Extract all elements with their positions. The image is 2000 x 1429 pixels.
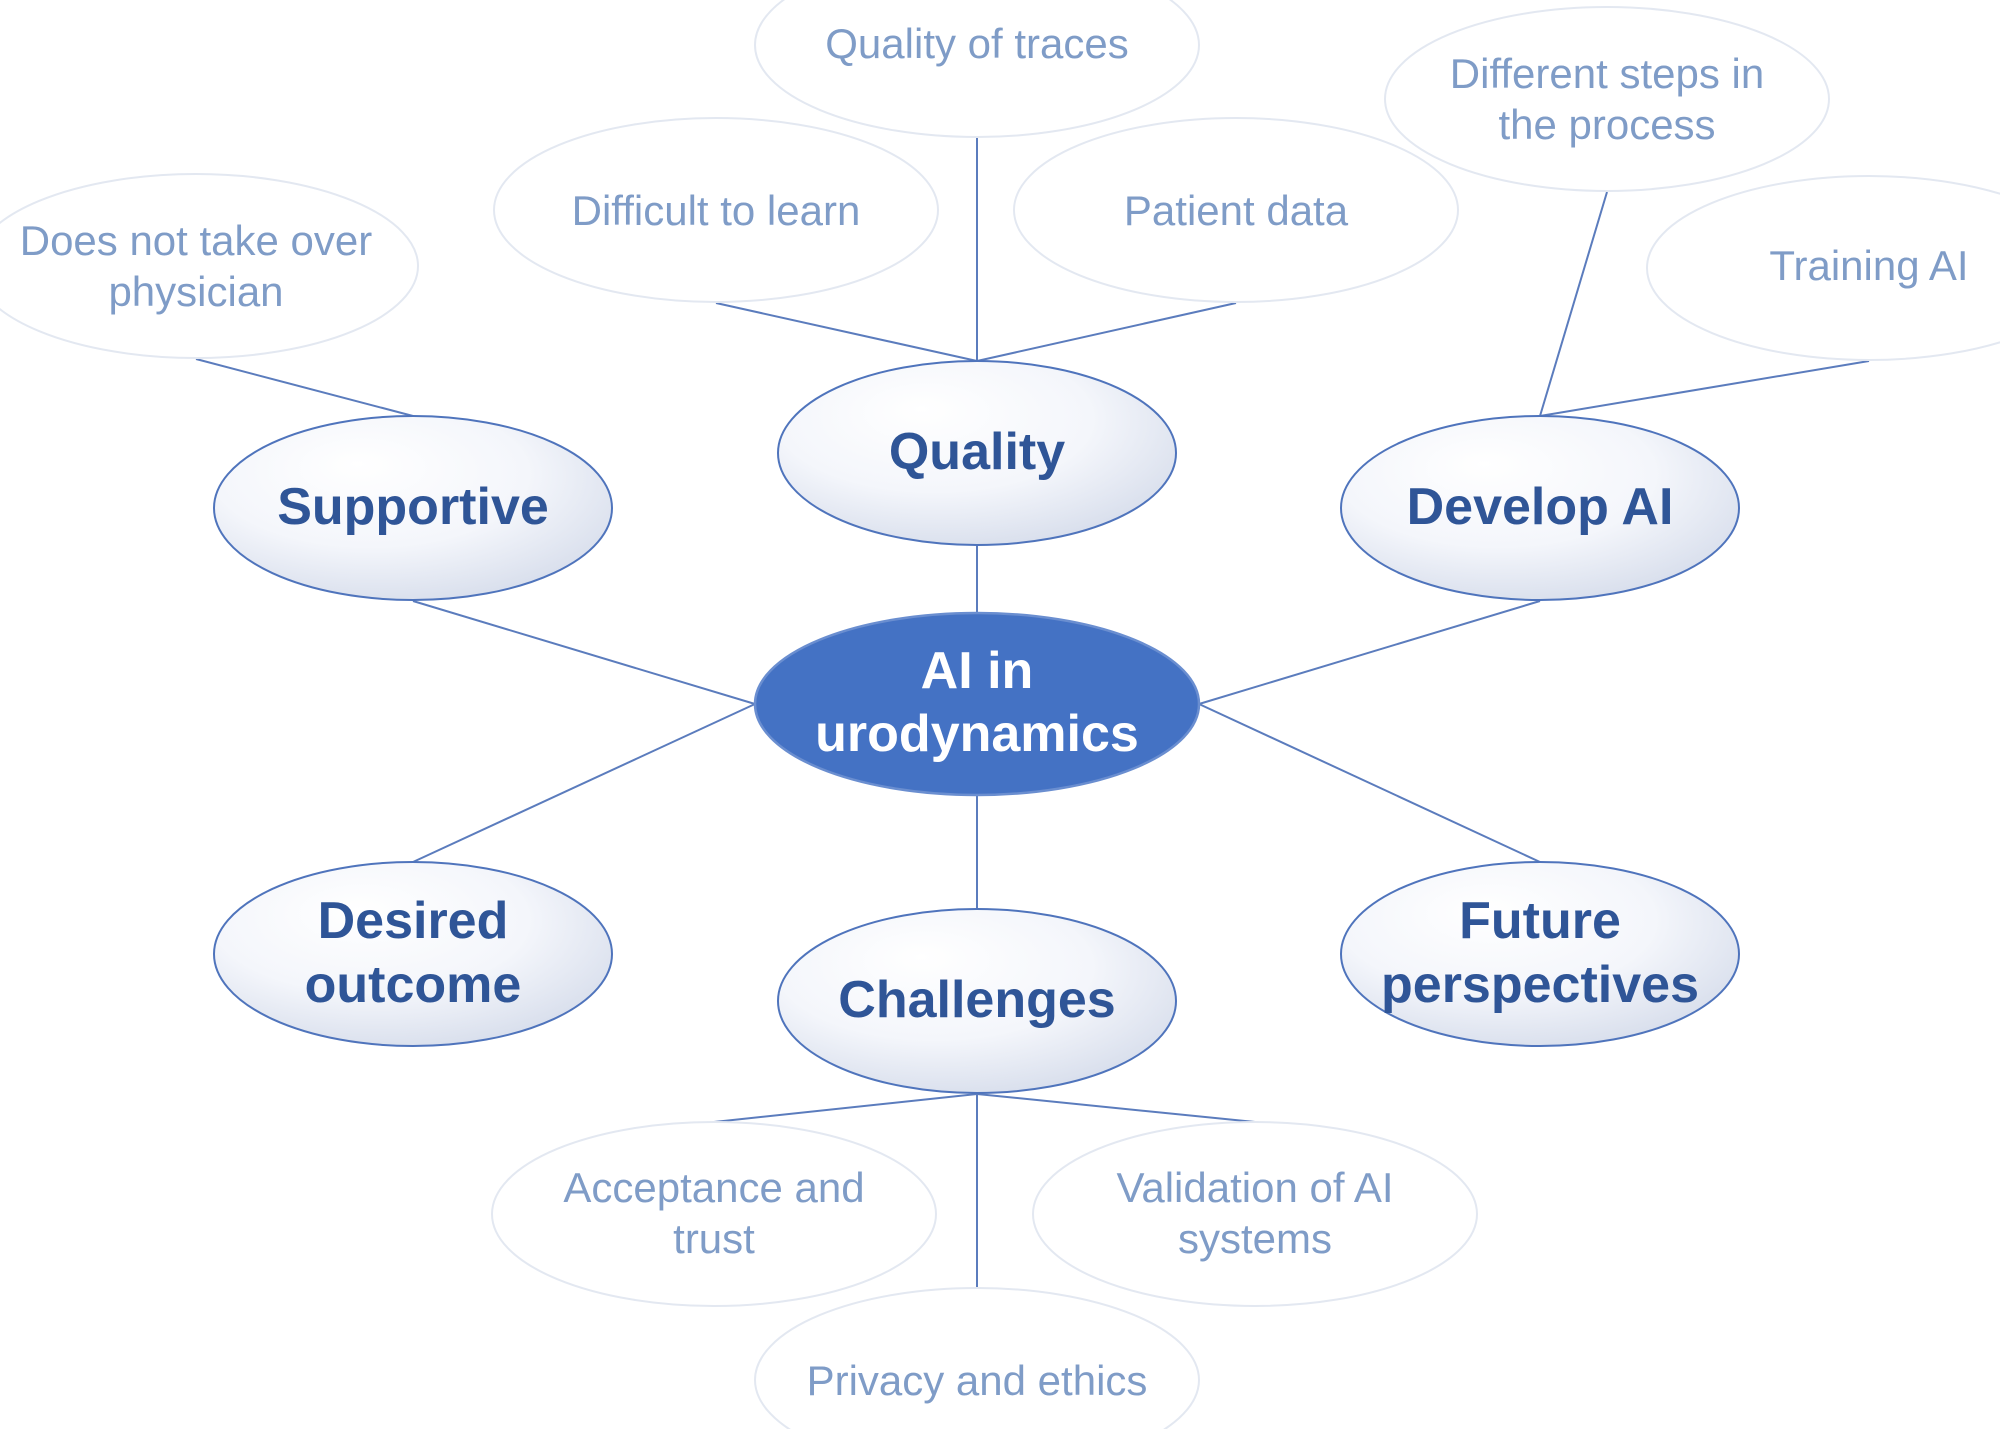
subtopic-acceptance-and-trust-bubble	[491, 1121, 937, 1307]
subtopic-validation-of-ai-systems-bubble	[1032, 1121, 1478, 1307]
subtopic-privacy-and-ethics: Privacy and ethics	[754, 1287, 1200, 1429]
theme-nodes: Quality Supportive Develop AI Desired ou…	[213, 360, 1740, 1094]
subtopic-validation-of-ai-systems-label-line-1: Validation of AI	[1116, 1164, 1393, 1211]
connector-central-to-develop-ai	[1198, 600, 1541, 705]
connector-develop-ai-to-training-ai	[1539, 360, 1870, 417]
central-topic: AI in urodynamics	[753, 611, 1201, 797]
theme-develop-ai-bubble	[1340, 415, 1740, 601]
subtopic-difficult-to-learn-label: Difficult to learn	[572, 187, 861, 234]
theme-quality-bubble	[777, 360, 1177, 546]
subtopic-different-steps-in-the-process-label-line-2: the process	[1498, 101, 1715, 148]
connector-challenges-to-validation-of-ai-systems	[976, 1093, 1256, 1123]
connector-supportive-to-does-not-take-over-physician	[195, 358, 414, 417]
subtopic-validation-of-ai-systems-label-line-2: systems	[1178, 1215, 1332, 1262]
theme-future-perspectives-label-line-2: perspectives	[1381, 956, 1699, 1014]
theme-future-perspectives: Future perspectives	[1340, 861, 1740, 1047]
central-topic-label-line-1: AI in	[921, 642, 1034, 700]
theme-supportive-bubble	[213, 415, 613, 601]
connector-quality-to-difficult-to-learn	[715, 302, 978, 362]
connector-develop-ai-to-different-steps-in-the-process	[1539, 191, 1608, 417]
theme-desired-outcome-label-line-1: Desired	[318, 892, 509, 950]
theme-quality: Quality	[777, 360, 1177, 546]
theme-develop-ai-label: Develop AI	[1407, 478, 1674, 536]
subtopic-training-ai-bubble	[1646, 175, 2000, 361]
subtopic-patient-data: Patient data	[1013, 117, 1459, 303]
subtopic-quality-of-traces: Quality of traces	[754, 0, 1200, 138]
subtopic-different-steps-in-the-process-label-line-1: Different steps in	[1450, 50, 1764, 97]
theme-supportive-label: Supportive	[277, 478, 549, 536]
subtopic-acceptance-and-trust-label-line-2: trust	[673, 1215, 755, 1262]
connector-quality-to-patient-data	[976, 302, 1237, 362]
theme-quality-label: Quality	[889, 423, 1065, 481]
connector-challenges-to-acceptance-and-trust	[713, 1093, 978, 1123]
subtopic-does-not-take-over-physician: Does not take over physician	[0, 173, 419, 359]
subtopic-does-not-take-over-physician-bubble	[0, 173, 419, 359]
connectors	[195, 137, 1870, 1288]
theme-challenges: Challenges	[777, 908, 1177, 1094]
theme-challenges-bubble	[777, 908, 1177, 1094]
theme-desired-outcome-label-line-2: outcome	[305, 956, 522, 1014]
subtopic-validation-of-ai-systems: Validation of AI systems	[1032, 1121, 1478, 1307]
subtopic-does-not-take-over-physician-label-line-2: physician	[108, 268, 283, 315]
theme-supportive: Supportive	[213, 415, 613, 601]
theme-develop-ai: Develop AI	[1340, 415, 1740, 601]
theme-challenges-label: Challenges	[838, 971, 1115, 1029]
connector-central-to-future-perspectives	[1198, 703, 1541, 863]
subtopic-privacy-and-ethics-label: Privacy and ethics	[807, 1357, 1148, 1404]
subtopic-training-ai-label: Training AI	[1769, 242, 1968, 289]
theme-desired-outcome: Desired outcome	[213, 861, 613, 1047]
central-topic-label-line-2: urodynamics	[815, 705, 1139, 763]
subtopic-difficult-to-learn: Difficult to learn	[493, 117, 939, 303]
central-topic-bubble	[753, 611, 1201, 797]
subtopic-quality-of-traces-label: Quality of traces	[825, 20, 1128, 67]
subtopic-does-not-take-over-physician-label-line-1: Does not take over	[20, 217, 373, 264]
subtopic-different-steps-in-the-process: Different steps in the process	[1384, 6, 1830, 192]
subtopic-quality-of-traces-bubble	[754, 0, 1200, 138]
theme-desired-outcome-bubble	[213, 861, 613, 1047]
subtopic-privacy-and-ethics-bubble	[754, 1287, 1200, 1429]
connector-central-to-desired-outcome	[412, 703, 756, 863]
subtopic-difficult-to-learn-bubble	[493, 117, 939, 303]
theme-future-perspectives-bubble	[1340, 861, 1740, 1047]
subtopic-acceptance-and-trust-label-line-1: Acceptance and	[563, 1164, 864, 1211]
connector-central-to-supportive	[412, 600, 756, 705]
subtopic-patient-data-bubble	[1013, 117, 1459, 303]
subtopic-different-steps-in-the-process-bubble	[1384, 6, 1830, 192]
subtopic-patient-data-label: Patient data	[1124, 187, 1349, 234]
theme-future-perspectives-label-line-1: Future	[1459, 892, 1621, 950]
subtopic-acceptance-and-trust: Acceptance and trust	[491, 1121, 937, 1307]
subtopic-training-ai: Training AI	[1646, 175, 2000, 361]
